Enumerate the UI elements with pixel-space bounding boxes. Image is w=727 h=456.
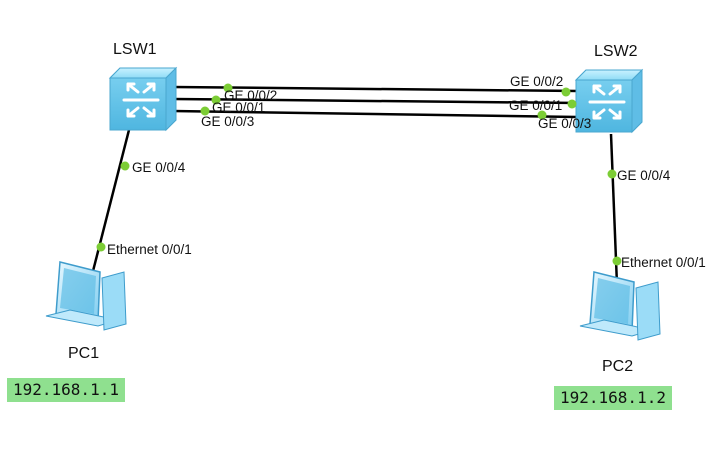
port-label: GE 0/0/4 (132, 160, 186, 175)
device-name-pc1: PC1 (68, 345, 99, 362)
port-dot (200, 106, 210, 116)
port-dot (567, 99, 577, 109)
device-name-lsw2: LSW2 (594, 43, 638, 60)
ip-address-pc1: 192.168.1.1 (7, 378, 125, 402)
device-name-pc2: PC2 (602, 358, 633, 375)
link-trunk-a[interactable] (172, 85, 579, 93)
port-label: GE 0/0/1 (509, 98, 562, 113)
switch-icon[interactable] (574, 68, 644, 134)
link-trunk-c[interactable] (172, 109, 579, 119)
port-dot (120, 161, 130, 171)
port-label: GE 0/0/3 (538, 116, 591, 131)
port-dot (211, 95, 221, 105)
port-label: Ethernet 0/0/1 (107, 242, 192, 257)
switch-icon[interactable] (108, 66, 178, 132)
port-label: GE 0/0/3 (201, 114, 254, 129)
port-label: GE 0/0/2 (224, 88, 277, 103)
port-label: GE 0/0/1 (212, 100, 265, 115)
pc-icon[interactable] (45, 261, 127, 331)
port-label: GE 0/0/4 (617, 168, 671, 183)
port-dot (561, 87, 571, 97)
port-dot (96, 242, 106, 252)
device-name-lsw1: LSW1 (113, 41, 157, 58)
port-label: Ethernet 0/0/1 (621, 255, 706, 270)
port-dot (607, 169, 617, 179)
port-dot (612, 256, 622, 266)
port-dot (223, 83, 233, 93)
port-dot (537, 110, 547, 120)
link-trunk-b[interactable] (172, 97, 579, 105)
pc-icon[interactable] (579, 271, 661, 341)
port-label: GE 0/0/2 (510, 74, 563, 89)
ip-address-pc2: 192.168.1.2 (554, 386, 672, 410)
